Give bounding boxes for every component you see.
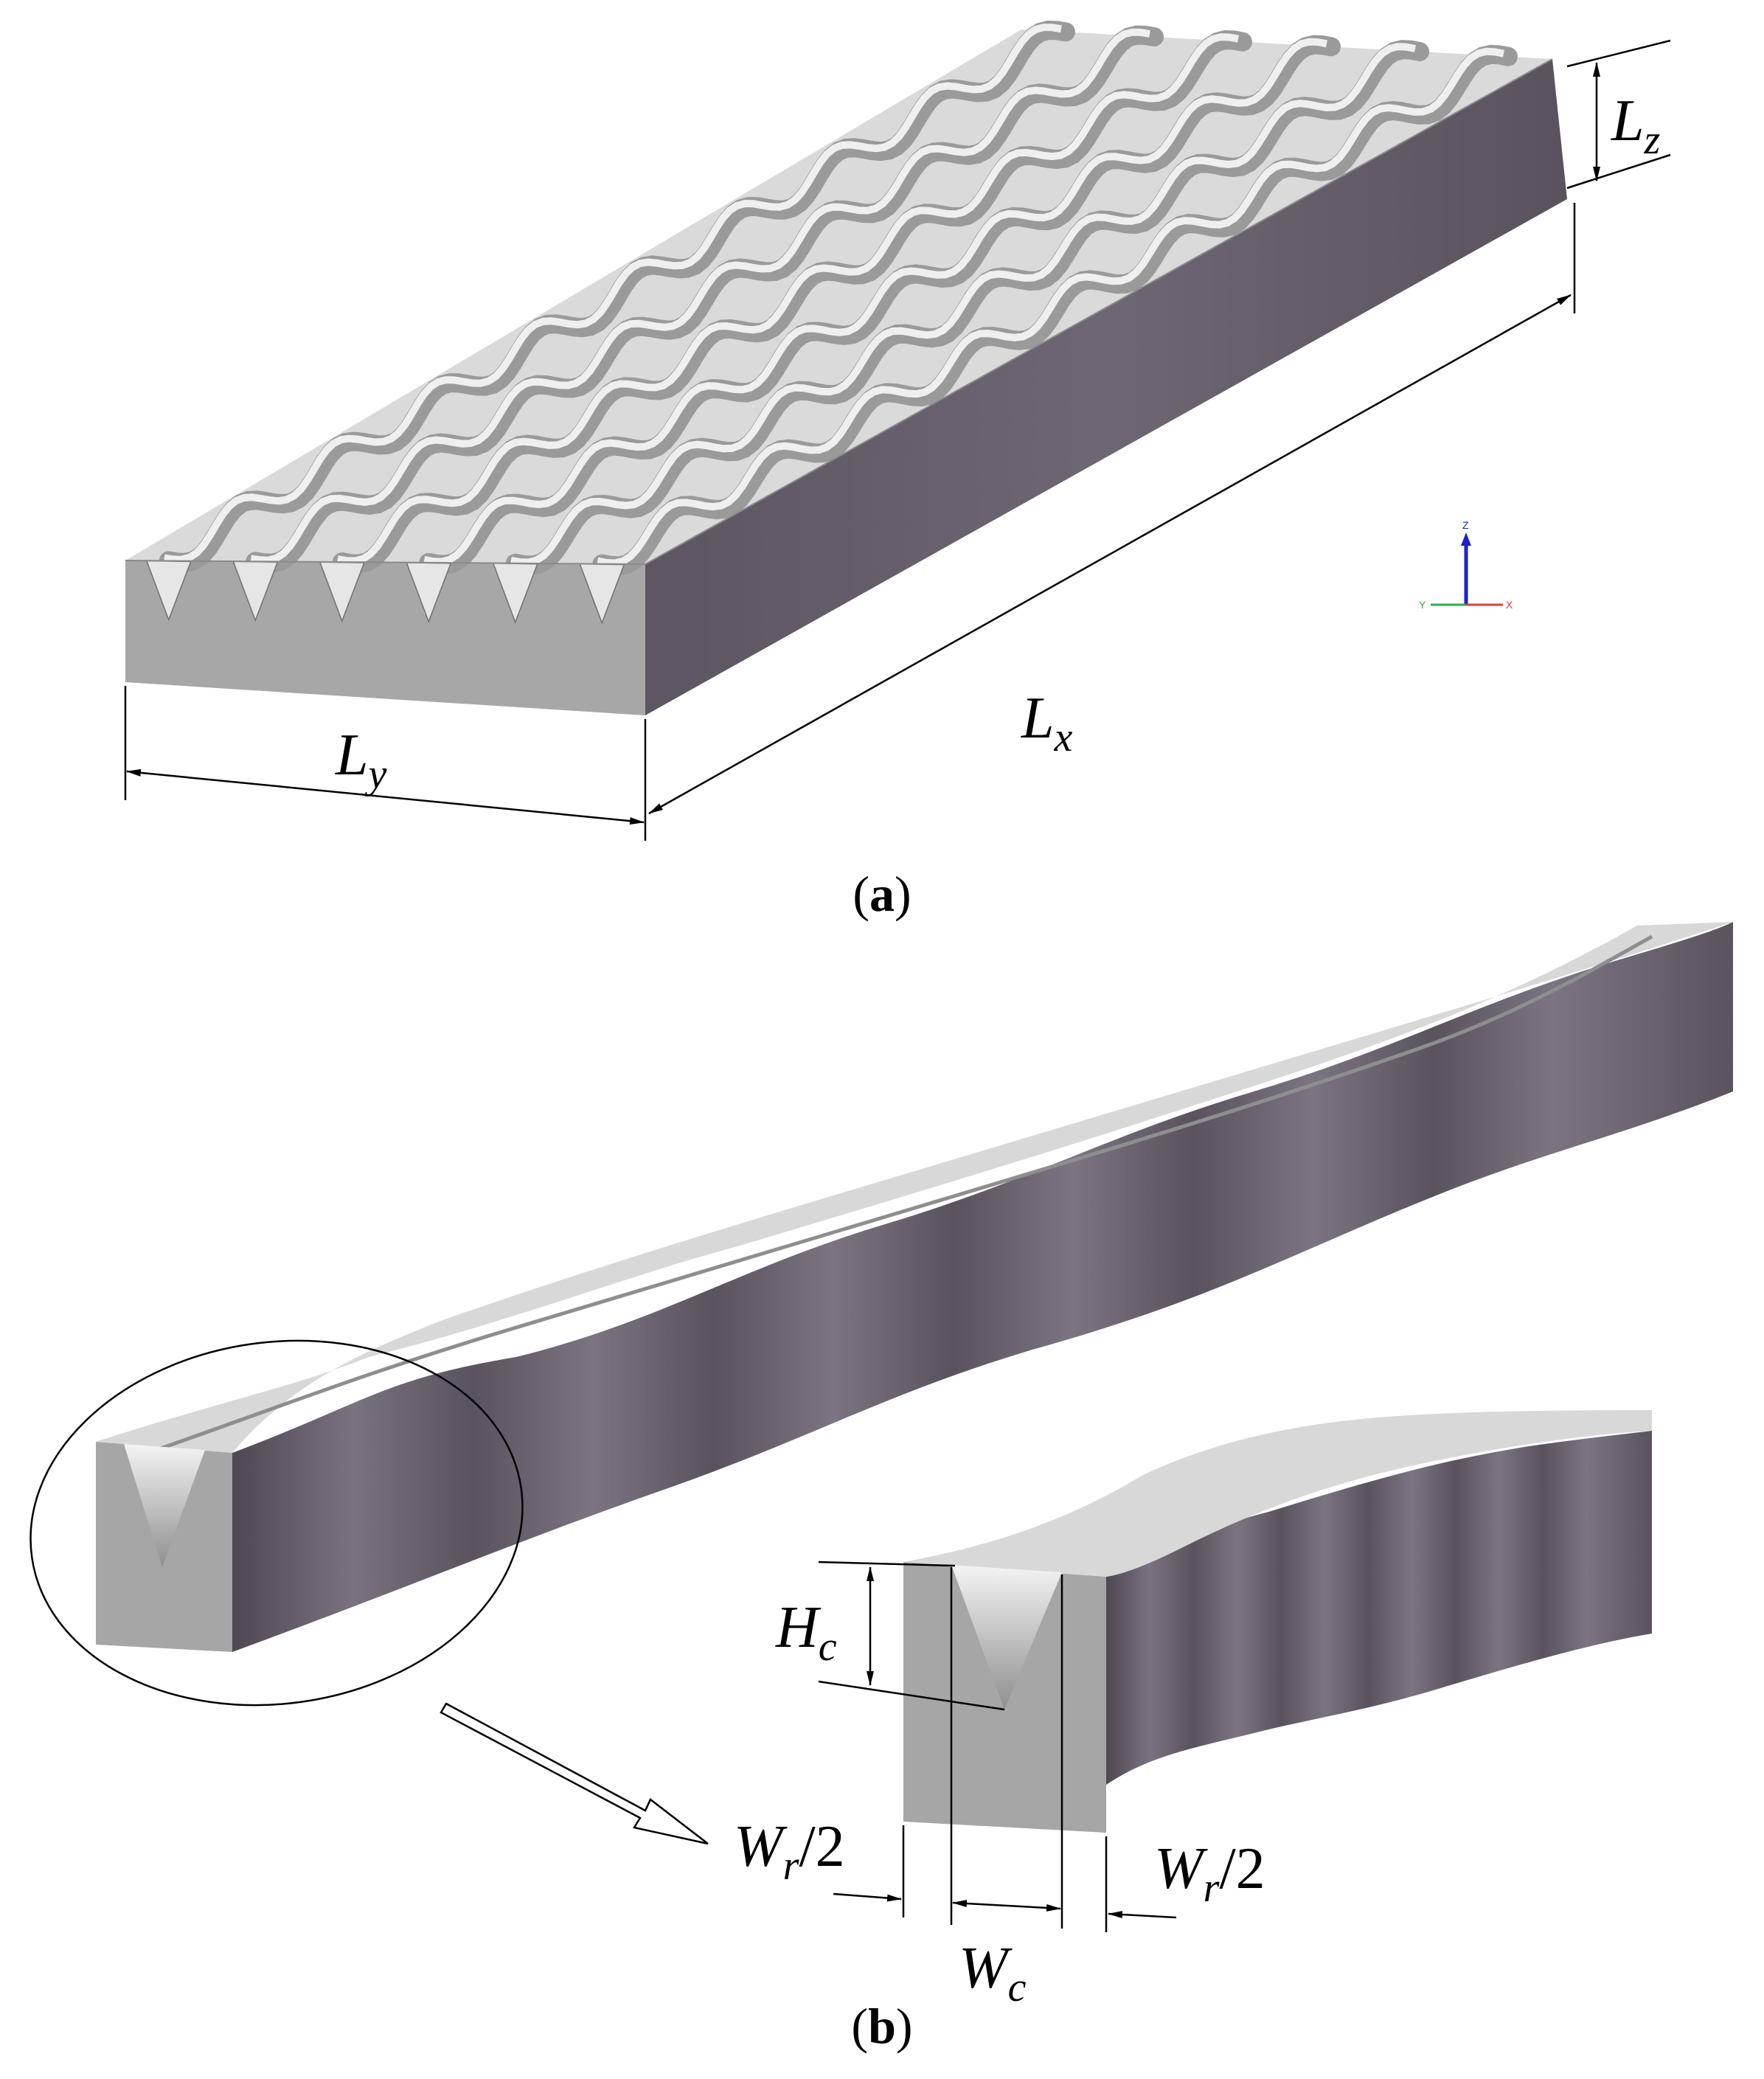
channel-end-notch (124, 1444, 205, 1567)
panel-a-plate-model: Ly Lx Lz Z X Y (a) (124, 20, 1671, 922)
dim-lx-label: Lx (1021, 686, 1073, 760)
dim-wr-right-arrow (1108, 1911, 1177, 1919)
axis-y-label: Y (1419, 599, 1426, 611)
axis-z-arrow (1461, 532, 1471, 546)
inset-end-notch (951, 1565, 1062, 1710)
channel-groove-line (158, 934, 1653, 1451)
dim-wc-line (952, 1900, 1061, 1912)
channel-side-face (232, 922, 1733, 1652)
channel-top-face (96, 922, 1733, 1453)
zoom-inset: Hc Wc Wr/2 Wr/2 (734, 1410, 1652, 2010)
dim-hc-label: Hc (775, 1595, 837, 1670)
front-v-notches (145, 560, 625, 625)
dim-wr-right-label: Wr/2 (1154, 1836, 1265, 1911)
dim-lz-ext-bottom (1566, 153, 1671, 190)
dim-lz-ext-top (1566, 39, 1671, 68)
dim-ly-label: Ly (335, 723, 387, 797)
axis-z-label: Z (1462, 519, 1469, 531)
dim-wc-label: Wc (959, 1936, 1027, 2010)
axis-x-label: X (1506, 599, 1513, 611)
plate-front-face (125, 560, 645, 715)
panel-b-single-channel: Hc Wc Wr/2 Wr/2 (b) (29, 922, 1733, 2054)
caption-b: (b) (851, 1998, 912, 2054)
dim-hc-ext-bottom (818, 1680, 1005, 1711)
dim-wr-left-arrow (833, 1892, 902, 1902)
zoom-ellipse (29, 1339, 524, 1707)
dim-hc-ext-top (818, 1561, 956, 1567)
axis-triad: Z X Y (1419, 519, 1513, 611)
caption-a: (a) (853, 866, 911, 922)
dim-lz-label: Lz (1611, 88, 1661, 163)
inset-top-face (903, 1410, 1652, 1577)
groove-channel (159, 20, 1075, 572)
dim-wr-left-label: Wr/2 (734, 1814, 845, 1889)
dim-ly-line (126, 768, 645, 825)
dim-lx-line (648, 294, 1572, 815)
groove-highlight (163, 23, 1062, 563)
zoom-arrow (440, 1702, 709, 1845)
